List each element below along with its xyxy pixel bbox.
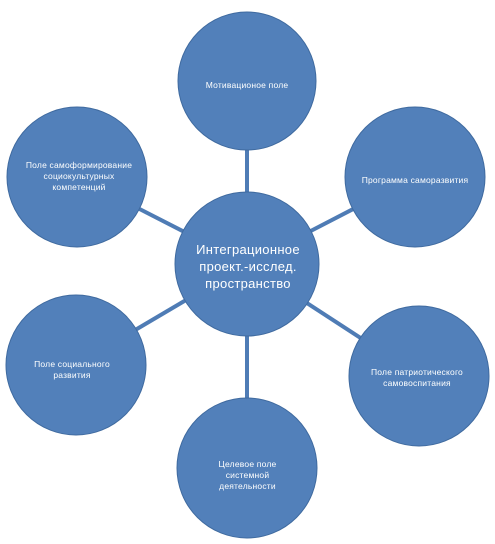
- node-target-field-circle: [176, 397, 318, 539]
- node-sociocultural-competencies-connector: [138, 207, 184, 233]
- connector-lines: [135, 150, 362, 398]
- circle-shapes: [5, 11, 490, 539]
- center-node-circle: [174, 191, 320, 337]
- node-social-development-connector: [135, 298, 187, 332]
- node-patriotic-self-education-connector: [306, 301, 362, 340]
- node-self-development-program-connector: [310, 207, 354, 233]
- node-patriotic-self-education-circle: [348, 305, 490, 447]
- node-social-development-circle: [5, 294, 147, 436]
- node-sociocultural-competencies-circle: [6, 106, 148, 248]
- node-self-development-program-circle: [344, 106, 486, 248]
- node-motivation-field-circle: [177, 11, 317, 151]
